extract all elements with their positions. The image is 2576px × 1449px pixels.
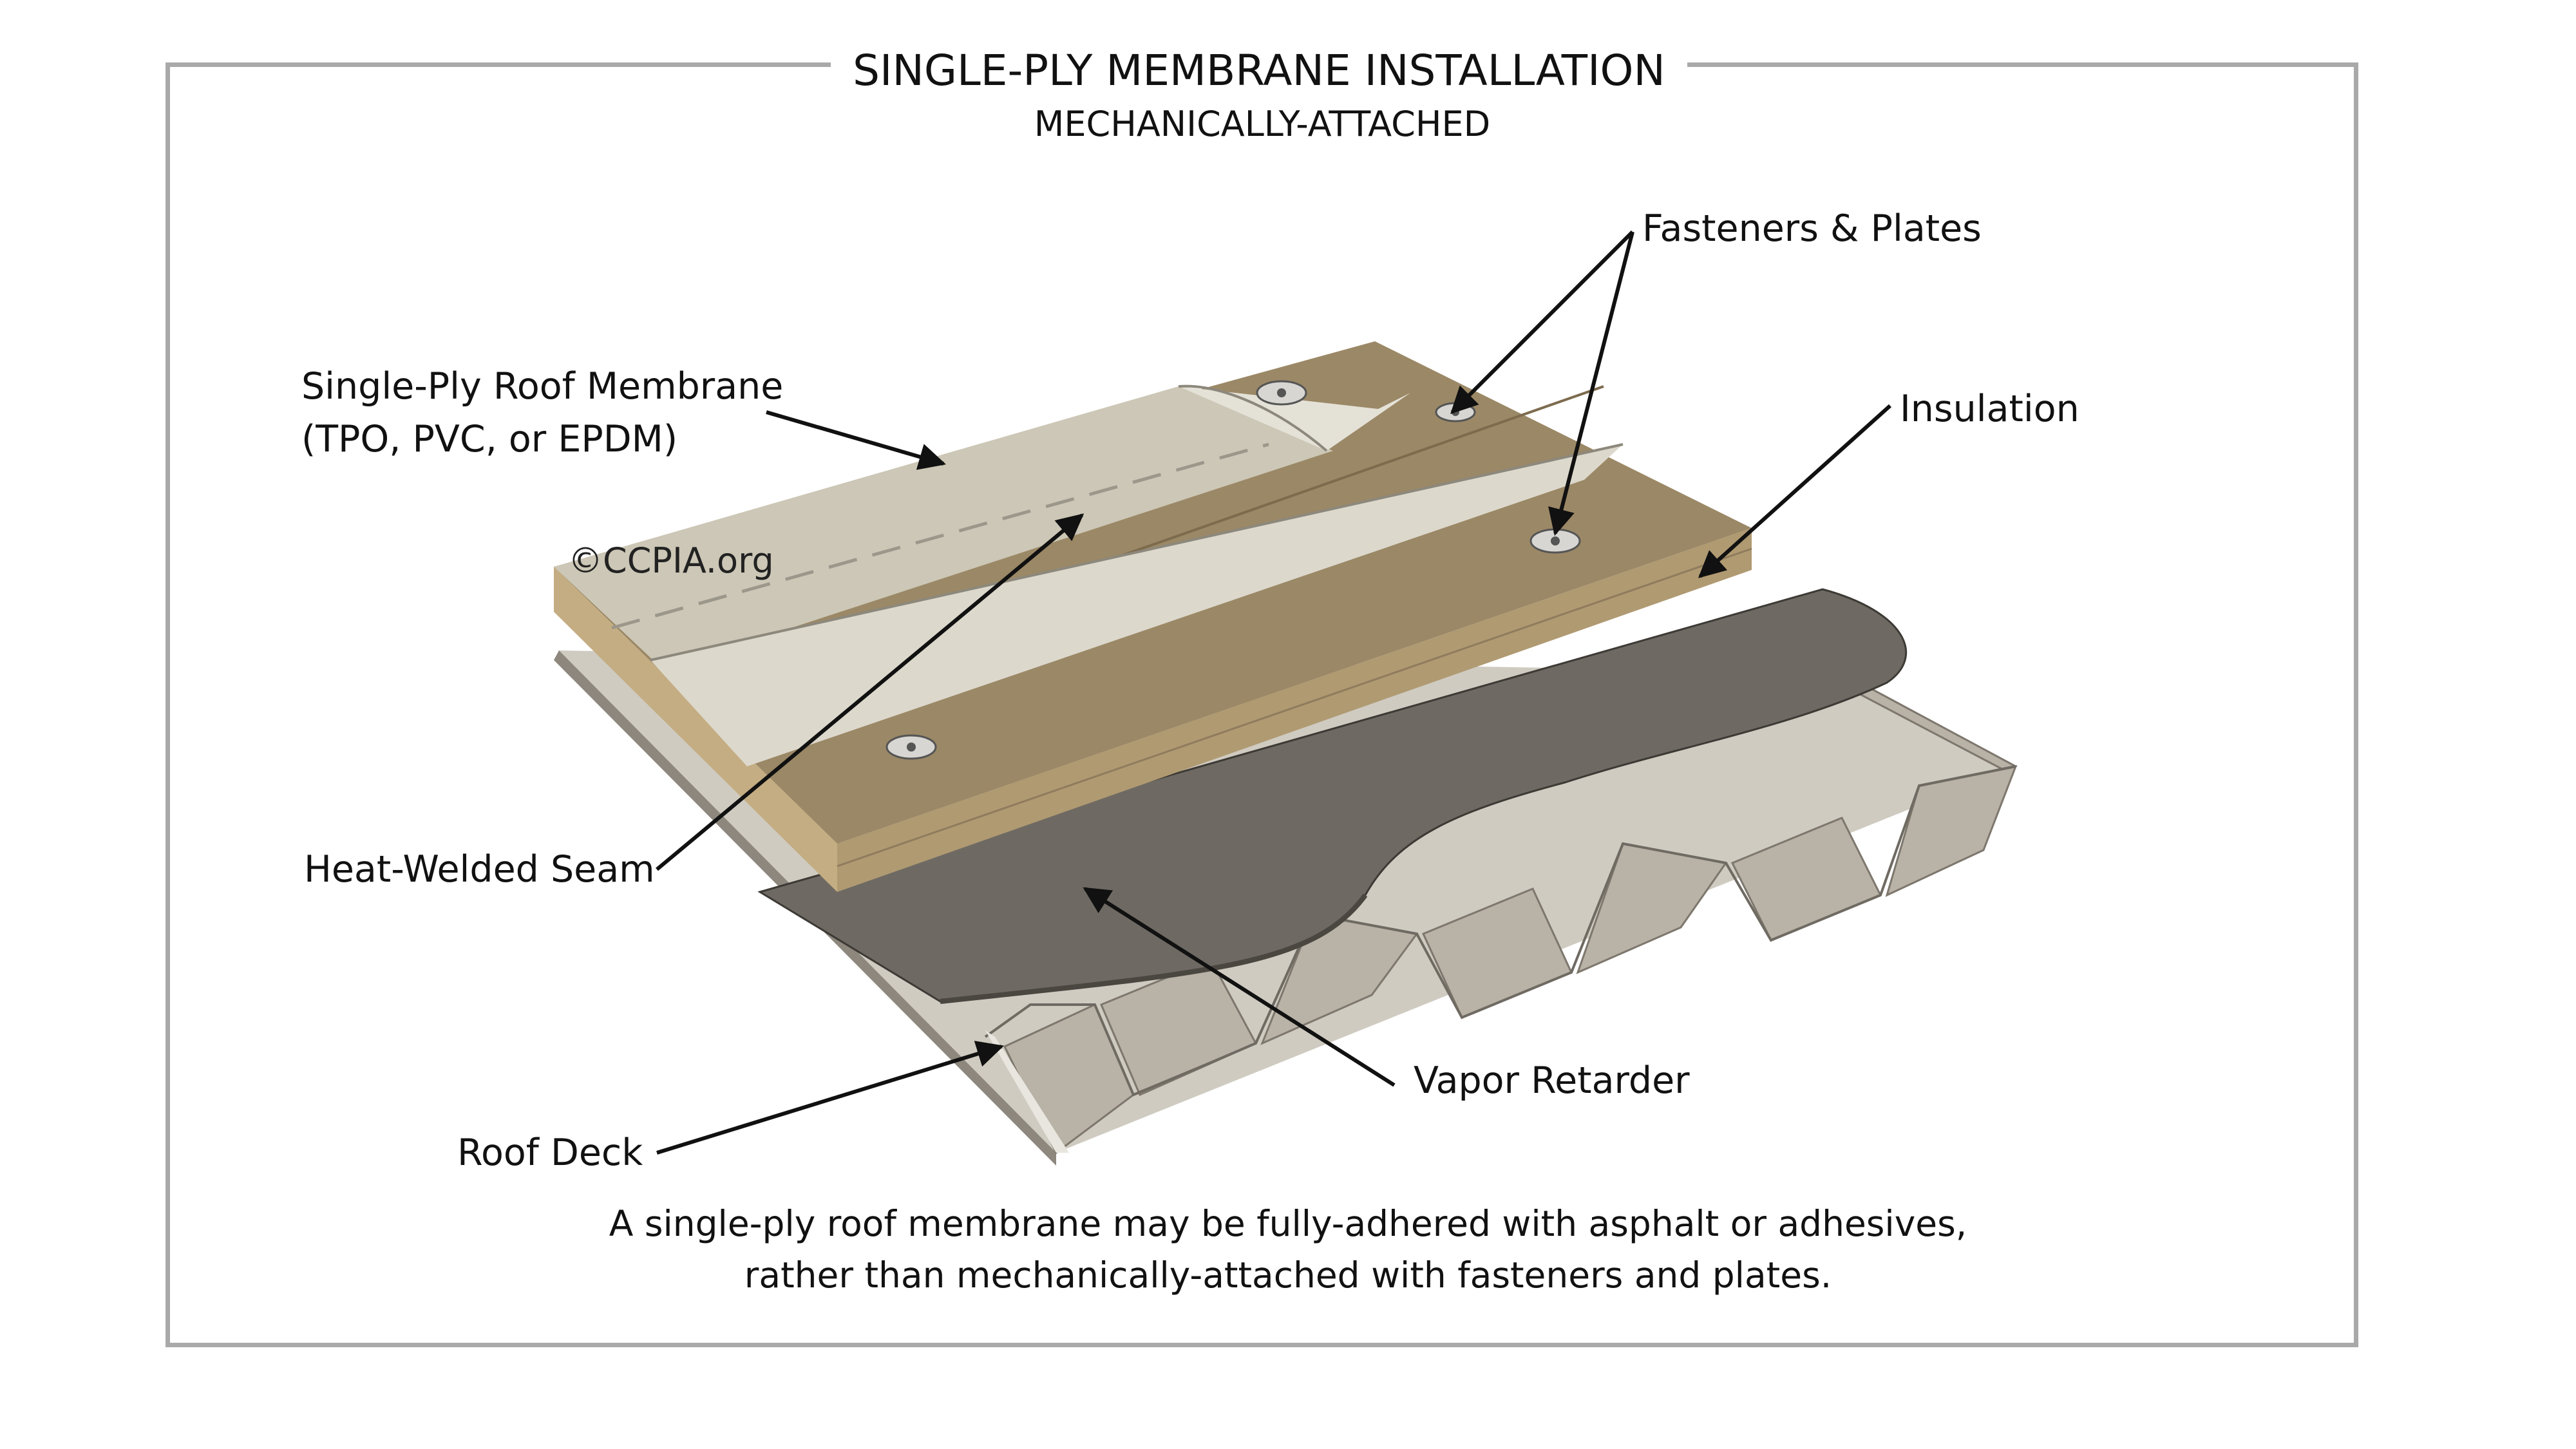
copyright-label: ©CCPIA.org: [568, 540, 774, 581]
label-heat-welded-seam: Heat-Welded Seam: [304, 848, 655, 891]
label-membrane-line2: (TPO, PVC, or EPDM): [301, 418, 678, 460]
label-insulation: Insulation: [1900, 388, 2079, 430]
fasteners-leader-2: [1548, 231, 1634, 536]
caption-line-2: rather than mechanically-attached with f…: [744, 1255, 1832, 1296]
label-membrane-line1: Single-Ply Roof Membrane: [301, 365, 784, 408]
deck-leader: [656, 1041, 1005, 1155]
vapor-retarder: [757, 588, 1907, 1004]
diagram-title: SINGLE-PLY MEMBRANE INSTALLATION: [831, 35, 1687, 106]
roof-membrane: [554, 384, 1624, 766]
diagram-caption: A single-ply roof membrane may be fully-…: [451, 1198, 2125, 1301]
vapor-leader: [1083, 887, 1396, 1087]
fasteners-leader-1: [1450, 230, 1634, 414]
diagram-subtitle: MECHANICALLY-ATTACHED: [1034, 104, 1491, 144]
seam-leader: [656, 513, 1084, 871]
membrane-leader: [766, 410, 947, 470]
label-vapor-retarder: Vapor Retarder: [1414, 1059, 1690, 1102]
caption-line-1: A single-ply roof membrane may be fully-…: [609, 1203, 1967, 1244]
insulation-leader: [1698, 404, 1892, 578]
label-roof-deck: Roof Deck: [457, 1132, 643, 1174]
label-fasteners-plates: Fasteners & Plates: [1642, 207, 1982, 250]
